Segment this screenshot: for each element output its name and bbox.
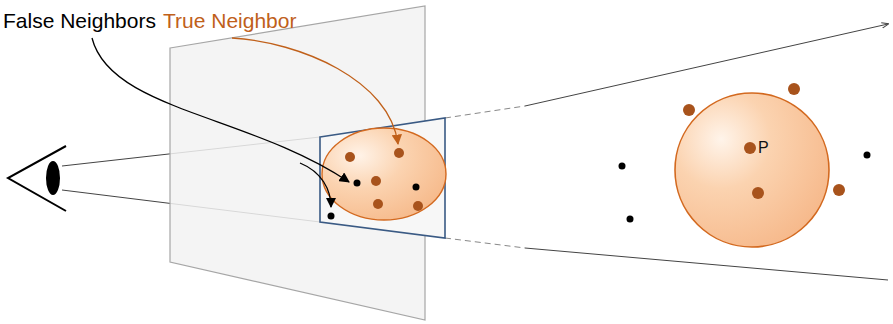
view-ray [445,238,525,248]
view-ray [525,24,888,106]
view-ray [445,106,525,118]
eye-lens [46,161,60,195]
point-label: P [758,139,769,157]
callout-arrow [232,38,398,144]
view-ray [525,248,888,280]
sphere-outline [674,92,830,248]
true-neighbor-dots [345,148,423,211]
callout-label: False Neighbors [3,8,156,33]
callout-arrow [300,163,331,207]
callout-label: True Neighbor [163,8,296,33]
eye-outline [8,146,66,211]
projection-window [320,118,445,238]
neighborhood-sphere: P [674,92,830,248]
true-neighbor-dots [683,83,845,199]
callout-arrow [92,38,349,182]
projected-neighborhood [322,128,446,220]
false-neighbor-dots [328,180,420,220]
